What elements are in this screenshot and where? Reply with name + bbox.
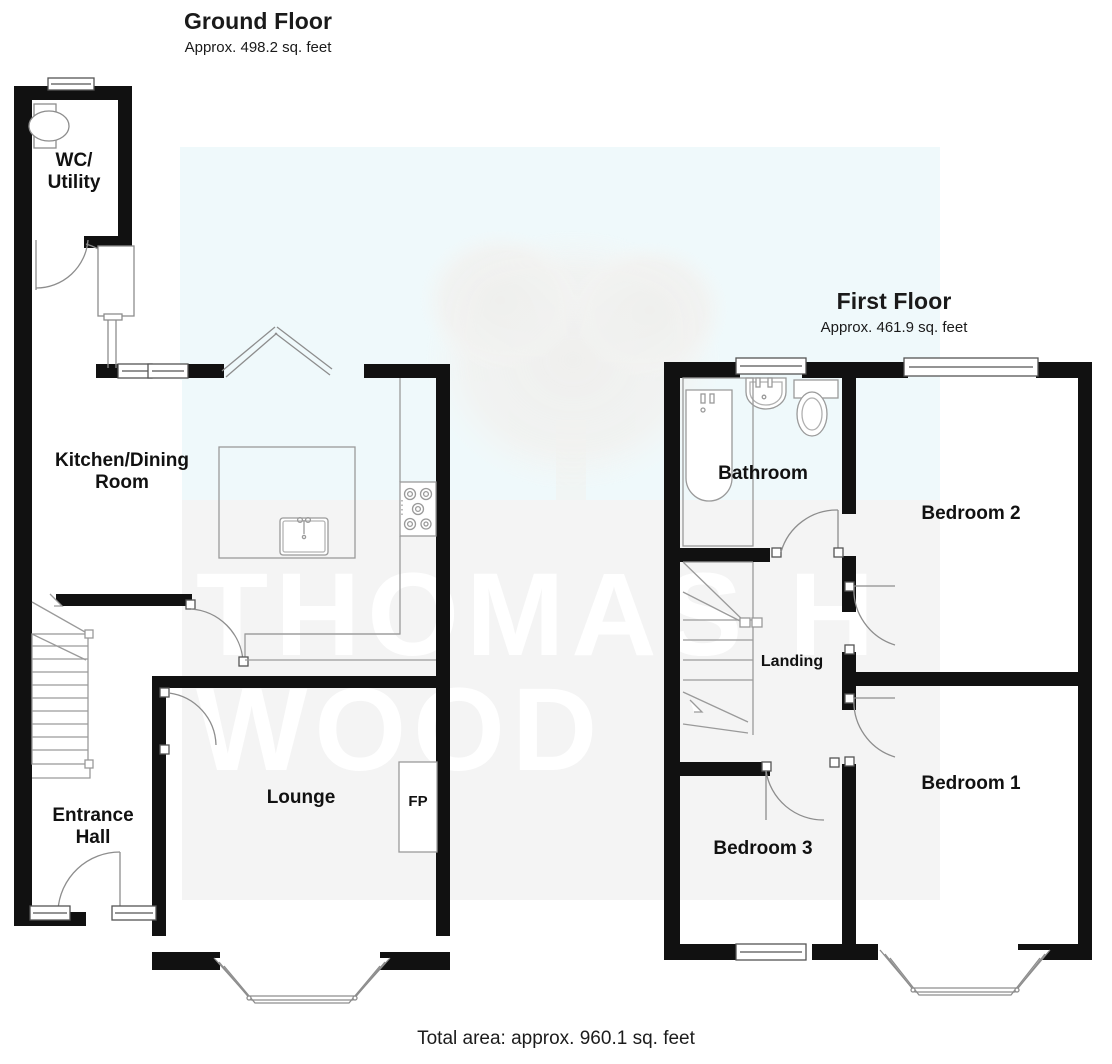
ground-floor-area: Approx. 498.2 sq. feet <box>184 39 332 56</box>
total-area-label: Total area: approx. 960.1 sq. feet <box>417 1028 695 1049</box>
first-floor-header: First Floor Approx. 461.9 sq. feet <box>714 288 1074 336</box>
front-door <box>57 851 121 912</box>
ff-fixtures <box>682 357 1051 996</box>
gf-fixtures <box>28 77 438 1004</box>
rear-french-doors <box>147 326 333 379</box>
watermark-line-1: THOMAS H <box>196 549 881 681</box>
staircase-ground <box>31 593 94 779</box>
tree-watermark <box>420 230 728 500</box>
gf-misc-lines <box>245 633 436 661</box>
window-wc <box>47 77 95 91</box>
door-bedroom-1 <box>844 693 896 767</box>
first-floor-area: Approx. 461.9 sq. feet <box>820 319 968 336</box>
ff-walls <box>664 362 1092 960</box>
wash-basin <box>745 377 787 410</box>
window-hall-front-2 <box>111 905 157 921</box>
kitchen-hob <box>399 481 437 537</box>
first-floor-plan <box>664 357 1092 996</box>
bay-window-lounge <box>213 957 391 1004</box>
window-bedroom-2 <box>903 357 1039 377</box>
window-hall-front <box>29 905 71 921</box>
toilet <box>793 379 839 437</box>
ground-floor-header: Ground Floor Approx. 498.2 sq. feet <box>78 8 438 56</box>
ground-floor-plan <box>14 77 450 1004</box>
door-bedroom-3 <box>761 757 840 821</box>
kitchen-island <box>218 446 356 559</box>
door-bedroom-2 <box>844 581 896 655</box>
background-tints <box>180 147 940 900</box>
bathtub <box>685 389 733 502</box>
window-bedroom-3 <box>735 943 807 961</box>
ground-floor-title: Ground Floor <box>183 8 333 34</box>
door-kitchen-hall <box>185 599 249 667</box>
staircase-first <box>682 377 763 735</box>
window-bathroom <box>735 357 807 375</box>
door-hall-lounge <box>159 687 217 755</box>
door-bathroom <box>771 509 844 558</box>
bay-window-bedroom-1 <box>879 949 1051 996</box>
first-floor-title: First Floor <box>836 288 952 314</box>
ff-room-fills <box>940 378 1092 958</box>
